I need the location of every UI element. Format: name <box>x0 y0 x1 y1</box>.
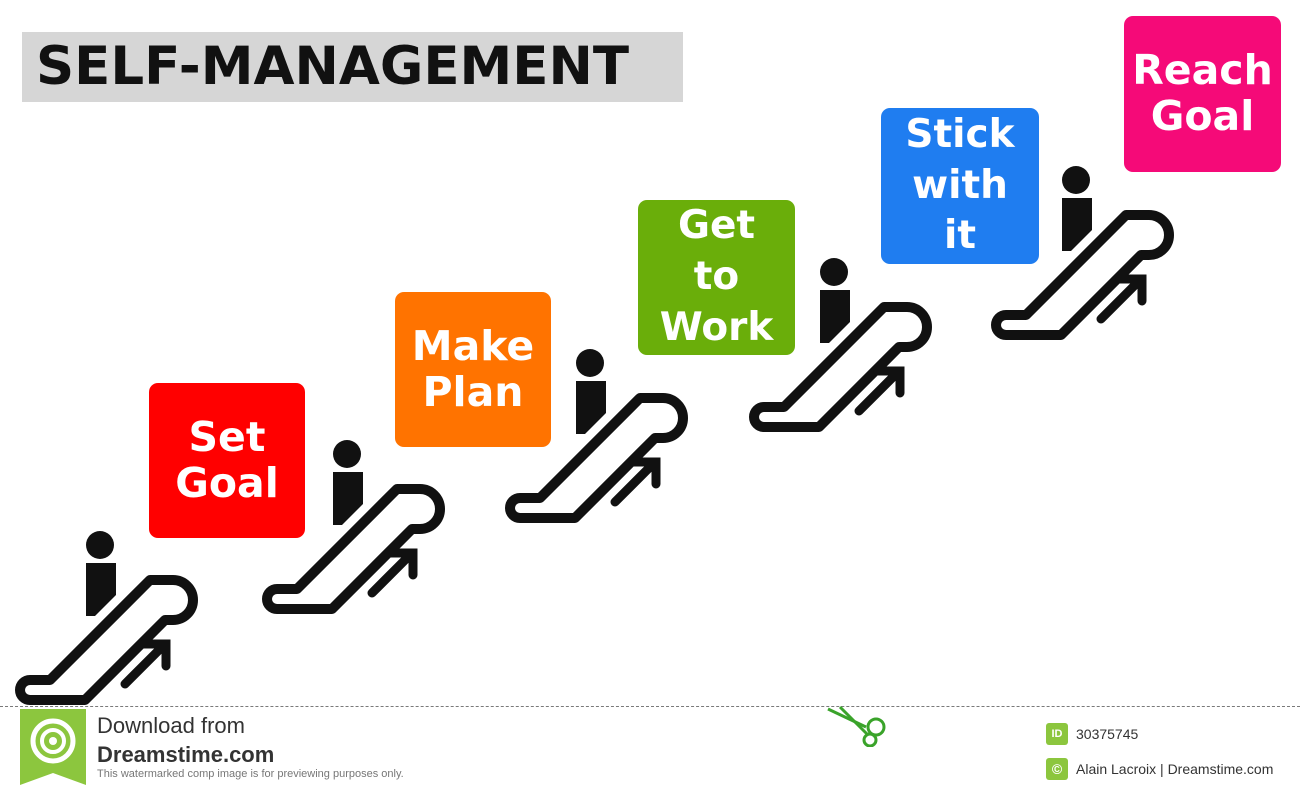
image-id: 30375745 <box>1076 726 1139 742</box>
copyright-badge-icon: © <box>1046 758 1068 780</box>
step-set-goal: Set Goal <box>149 383 305 538</box>
watermark-notice: This watermarked comp image is for previ… <box>97 768 404 780</box>
step-reach-goal: Reach Goal <box>1124 16 1281 172</box>
dreamstime-logo-icon <box>20 709 86 785</box>
step-make-plan: Make Plan <box>395 292 551 447</box>
author-credit: Alain Lacroix | Dreamstime.com <box>1076 761 1274 777</box>
step-reach-goal-label: Reach Goal <box>1132 46 1273 140</box>
step-stick-with-it-label: Stick with it <box>905 111 1015 259</box>
step-get-to-work: Get to Work <box>638 200 795 355</box>
title-background <box>22 32 683 102</box>
step-make-plan-label: Make Plan <box>411 321 535 416</box>
download-text: Download from <box>97 713 245 738</box>
step-set-goal-label: Set Goal <box>175 412 279 507</box>
escalator-diagram <box>0 0 1300 710</box>
scissors-icon <box>827 705 886 747</box>
footer-divider <box>0 706 1300 707</box>
escalator-icon-1 <box>8 531 193 700</box>
page-title: SELF-MANAGEMENT <box>36 36 630 97</box>
brand-name[interactable]: Dreamstime.com <box>97 742 275 767</box>
step-get-to-work-label: Get to Work <box>659 203 774 350</box>
step-stick-with-it: Stick with it <box>881 108 1039 264</box>
id-badge-icon: ID <box>1046 723 1068 745</box>
